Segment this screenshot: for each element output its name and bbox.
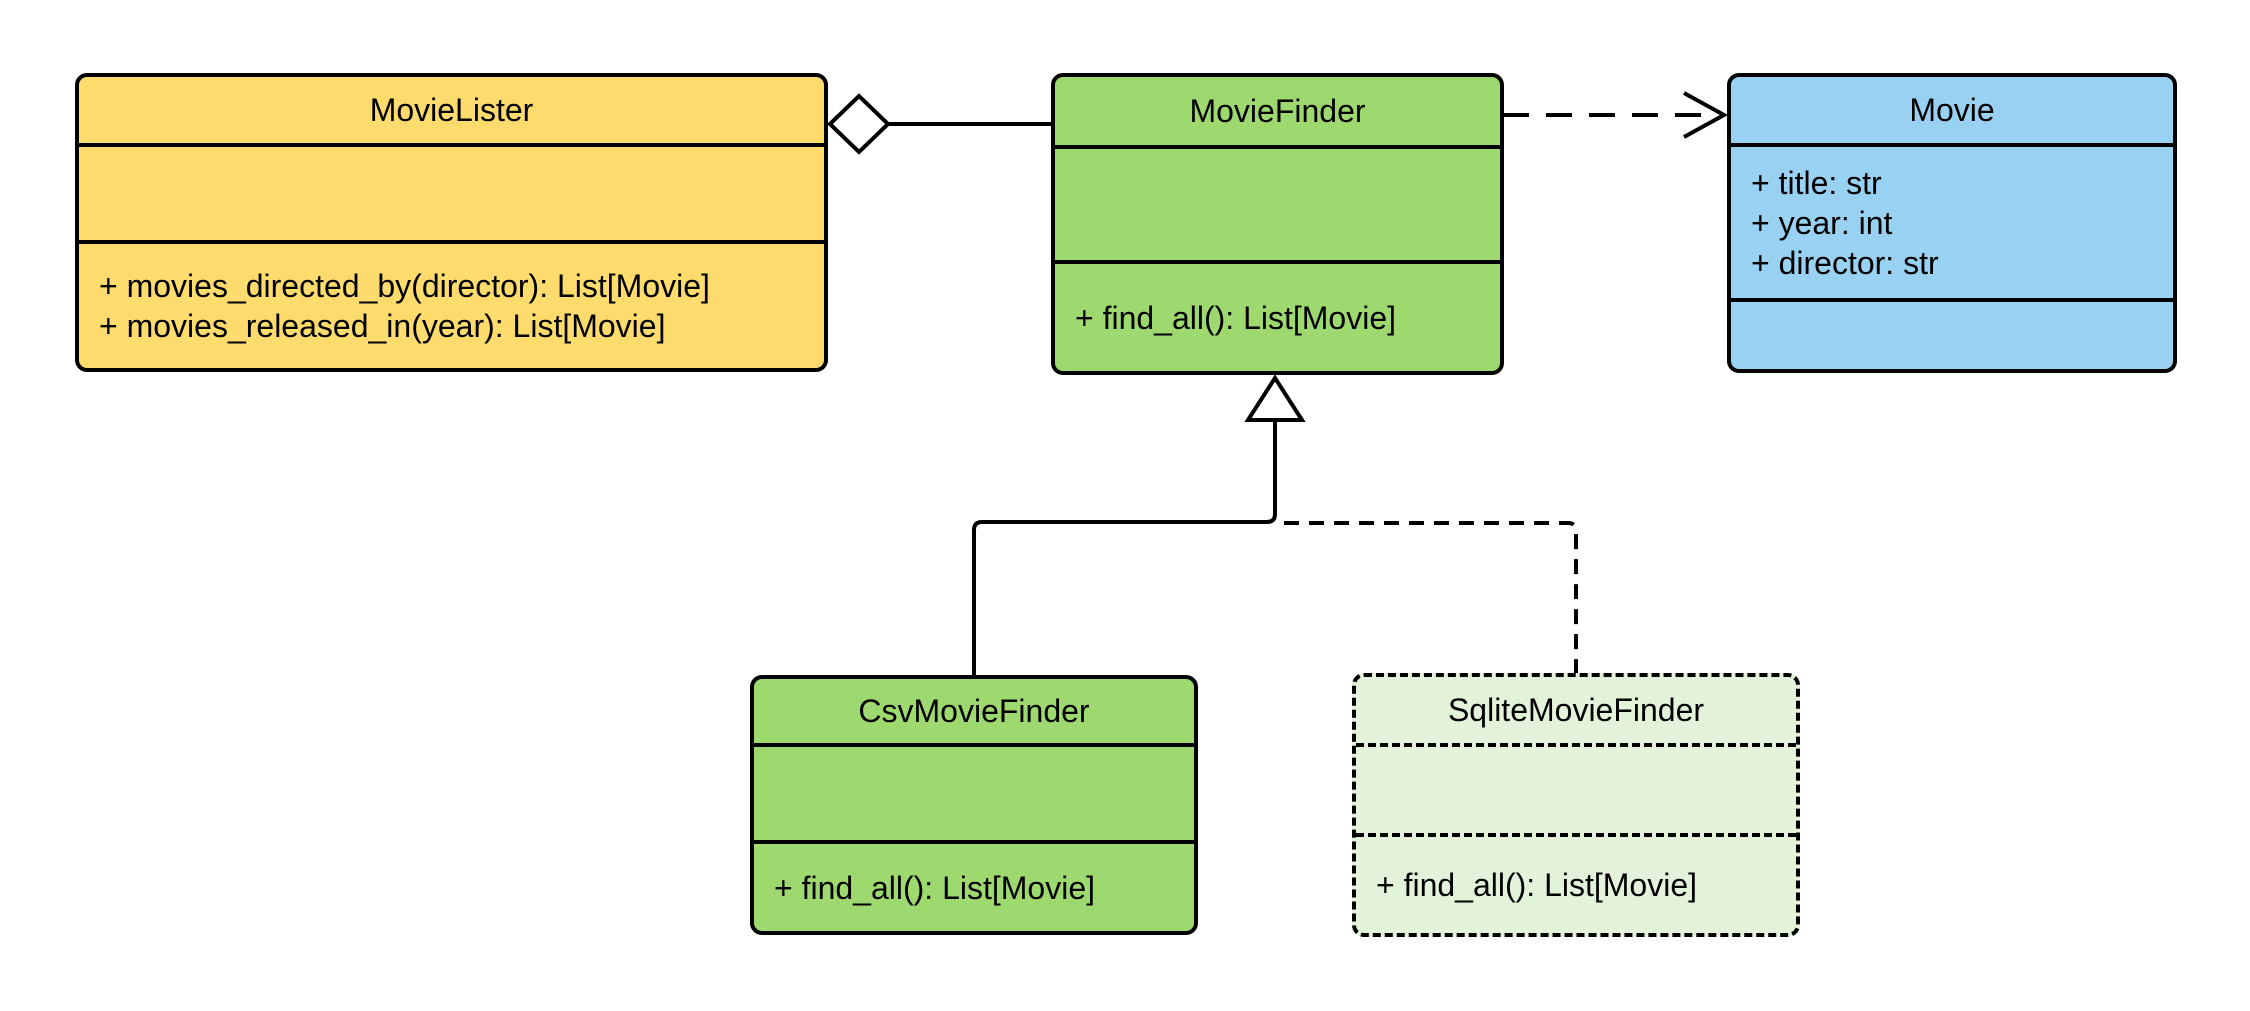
class-moviefinder-attributes	[1055, 145, 1500, 260]
class-moviefinder-methods: + find_all(): List[Movie]	[1055, 260, 1500, 371]
class-movie-title: Movie	[1731, 77, 2173, 143]
method-label: + find_all(): List[Movie]	[774, 869, 1096, 906]
class-movielister-attributes	[79, 143, 824, 240]
method-label: + movies_released_in(year): List[Movie]	[99, 308, 666, 344]
attribute-label: + director: str	[1751, 244, 1939, 281]
aggregation-movielister-moviefinder[interactable]	[827, 93, 1051, 155]
class-moviefinder[interactable]: MovieFinder + find_all(): List[Movie]	[1051, 73, 1504, 375]
class-csvmoviefinder[interactable]: CsvMovieFinder + find_all(): List[Movie]	[750, 675, 1198, 935]
class-movielister[interactable]: MovieLister + movies_directed_by(directo…	[75, 73, 828, 372]
generalization-dashed-line	[1284, 521, 1578, 673]
aggregation-diamond	[827, 93, 891, 155]
generalization-solid-line	[972, 420, 1277, 675]
method-label: + movies_directed_by(director): List[Mov…	[99, 268, 710, 304]
class-name-label: CsvMovieFinder	[858, 692, 1090, 729]
class-movielister-title: MovieLister	[79, 77, 824, 143]
class-moviefinder-title: MovieFinder	[1055, 77, 1500, 145]
class-movie-attributes: + title: str + year: int + director: str	[1731, 143, 2173, 298]
class-name-label: SqliteMovieFinder	[1447, 691, 1705, 728]
class-movielister-methods: + movies_directed_by(director): List[Mov…	[79, 240, 824, 368]
dependency-moviefinder-movie[interactable]	[1503, 91, 1729, 139]
dependency-arrowhead	[1683, 91, 1729, 139]
class-csvmoviefinder-title: CsvMovieFinder	[754, 679, 1194, 743]
generalization-sqlitemoviefinder-moviefinder[interactable]	[1284, 521, 1578, 673]
class-name-label: Movie	[1909, 91, 1995, 128]
class-csvmoviefinder-attributes	[754, 743, 1194, 840]
generalization-triangle	[1244, 374, 1306, 422]
method-label: + find_all(): List[Movie]	[1075, 299, 1397, 336]
class-sqlitemoviefinder[interactable]: SqliteMovieFinder + find_all(): List[Mov…	[1352, 673, 1800, 937]
class-sqlitemoviefinder-title: SqliteMovieFinder	[1356, 677, 1796, 743]
class-csvmoviefinder-methods: + find_all(): List[Movie]	[754, 840, 1194, 931]
class-sqlitemoviefinder-methods: + find_all(): List[Movie]	[1356, 833, 1796, 933]
attribute-label: + year: int	[1751, 204, 1893, 241]
attribute-label: + title: str	[1751, 164, 1882, 201]
class-movie-methods	[1731, 298, 2173, 369]
class-movie[interactable]: Movie + title: str + year: int + directo…	[1727, 73, 2177, 373]
class-sqlitemoviefinder-attributes	[1356, 743, 1796, 833]
class-name-label: MovieLister	[369, 91, 534, 128]
generalization-csvmoviefinder-moviefinder[interactable]	[972, 374, 1306, 675]
method-label: + find_all(): List[Movie]	[1376, 867, 1698, 903]
class-name-label: MovieFinder	[1189, 92, 1366, 129]
